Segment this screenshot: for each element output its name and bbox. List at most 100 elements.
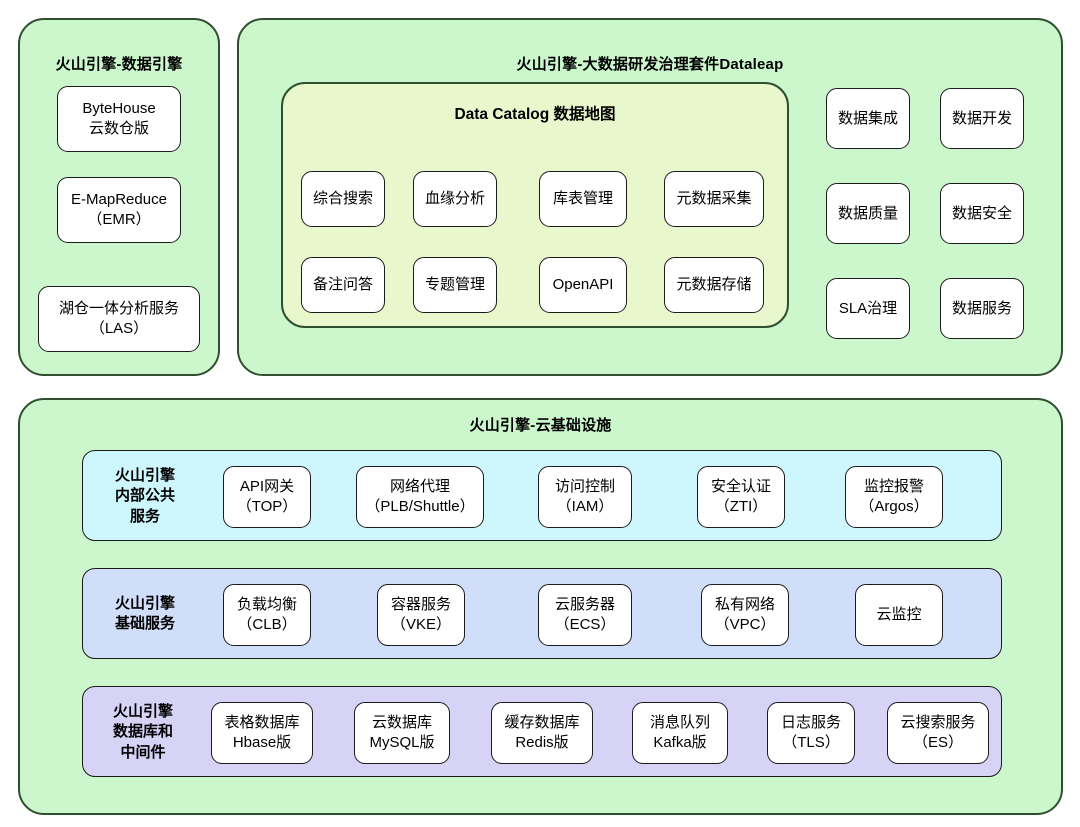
card-access-control[interactable]: 访问控制 （IAM） [538, 466, 632, 528]
card-security-authentication[interactable]: 安全认证 （ZTI） [697, 466, 785, 528]
band-label-line: 中间件 [120, 743, 166, 761]
card-line: 元数据采集 [676, 190, 752, 208]
panel-data-engine: 火山引擎-数据引擎 ByteHouse 云数仓版 E-MapReduce （EM… [18, 18, 220, 376]
card-cloud-monitor[interactable]: 云监控 [855, 584, 943, 646]
card-data-development[interactable]: 数据开发 [940, 88, 1024, 149]
card-emr[interactable]: E-MapReduce （EMR） [57, 177, 181, 243]
card-line: 库表管理 [552, 190, 613, 208]
card-line: 私有网络 [714, 596, 775, 614]
band-basic-services: 火山引擎 基础服务 负载均衡 （CLB） 容器服务 （VKE） 云服务器 （EC… [82, 568, 1002, 659]
data-catalog-title-en: Data Catalog [454, 106, 550, 123]
card-line: API网关 [239, 478, 295, 496]
card-line: （ECS） [554, 616, 616, 633]
card-line: 综合搜索 [312, 190, 373, 208]
card-line: 数据服务 [951, 299, 1012, 317]
card-line: 访问控制 [554, 478, 615, 496]
card-api-gateway[interactable]: API网关 （TOP） [223, 466, 311, 528]
card-line: 数据集成 [837, 109, 898, 127]
card-data-security[interactable]: 数据安全 [940, 183, 1024, 244]
card-monitoring-alarm[interactable]: 监控报警 （Argos） [845, 466, 943, 528]
card-line: Hbase版 [232, 734, 292, 751]
card-line: 云服务器 [554, 596, 615, 614]
card-line: （PLB/Shuttle） [365, 498, 475, 515]
card-line: （TLS） [782, 734, 840, 751]
card-cloud-database-mysql[interactable]: 云数据库 MySQL版 [354, 702, 450, 764]
card-line: 数据安全 [951, 204, 1012, 222]
card-line: （LAS） [89, 320, 149, 337]
band-label-line: 火山引擎 [114, 595, 175, 612]
band-label-line: 服务 [129, 507, 160, 525]
card-sla-governance[interactable]: SLA治理 [826, 278, 910, 339]
card-bytehouse[interactable]: ByteHouse 云数仓版 [57, 86, 181, 152]
card-line: （TOP） [236, 498, 298, 515]
card-line: 容器服务 [390, 596, 451, 614]
card-message-queue-kafka[interactable]: 消息队列 Kafka版 [632, 702, 728, 764]
card-line: Kafka版 [653, 734, 707, 751]
band-label-line: 内部公共 [114, 487, 175, 505]
card-openapi[interactable]: OpenAPI [539, 257, 627, 313]
card-topic-management[interactable]: 专题管理 [413, 257, 497, 313]
band-label-line: 基础服务 [114, 615, 175, 633]
card-tablestore-hbase[interactable]: 表格数据库 Hbase版 [211, 702, 313, 764]
card-line: Redis版 [515, 734, 569, 751]
card-cloud-search-es[interactable]: 云搜索服务 （ES） [887, 702, 989, 764]
card-private-network[interactable]: 私有网络 （VPC） [701, 584, 789, 646]
card-line: 数据质量 [837, 204, 898, 222]
card-line: 血缘分析 [424, 190, 485, 208]
card-line: 表格数据库 [224, 714, 300, 732]
card-line: 监控报警 [863, 478, 924, 496]
panel-data-engine-title: 火山引擎-数据引擎 [55, 56, 183, 73]
card-line: （ES） [912, 734, 963, 751]
panel-dataleap: 火山引擎-大数据研发治理套件Dataleap Data Catalog 数据地图… [237, 18, 1063, 376]
band-database-middleware: 火山引擎 数据库和 中间件 表格数据库 Hbase版 云数据库 MySQL版 缓… [82, 686, 1002, 777]
card-line: 负载均衡 [236, 596, 297, 614]
card-line: （VKE） [390, 616, 451, 633]
card-line: ByteHouse [82, 100, 156, 118]
panel-dataleap-title: 火山引擎-大数据研发治理套件Dataleap [516, 56, 784, 73]
card-comprehensive-search[interactable]: 综合搜索 [301, 171, 385, 227]
band-label-line: 火山引擎 [114, 467, 175, 484]
band-database-middleware-label: 火山引擎 数据库和 中间件 [95, 702, 191, 763]
card-data-integration[interactable]: 数据集成 [826, 88, 910, 149]
card-line: MySQL版 [369, 734, 435, 751]
band-internal-public-services-label: 火山引擎 内部公共 服务 [97, 466, 193, 527]
card-load-balancer[interactable]: 负载均衡 （CLB） [223, 584, 311, 646]
card-metadata-collection[interactable]: 元数据采集 [664, 171, 764, 227]
card-lineage-analysis[interactable]: 血缘分析 [413, 171, 497, 227]
card-line: 云数据库 [371, 714, 432, 732]
card-line: 数据开发 [951, 109, 1012, 127]
card-line: 安全认证 [710, 478, 771, 496]
card-remark-qa[interactable]: 备注问答 [301, 257, 385, 313]
card-line: SLA治理 [838, 299, 898, 317]
card-line: 云监控 [876, 606, 922, 624]
band-internal-public-services: 火山引擎 内部公共 服务 API网关 （TOP） 网络代理 （PLB/Shutt… [82, 450, 1002, 541]
card-data-quality[interactable]: 数据质量 [826, 183, 910, 244]
card-line: 湖仓一体分析服务 [58, 300, 179, 318]
card-cloud-server[interactable]: 云服务器 （ECS） [538, 584, 632, 646]
card-las[interactable]: 湖仓一体分析服务 （LAS） [38, 286, 200, 352]
card-line: 元数据存储 [676, 276, 752, 294]
card-table-management[interactable]: 库表管理 [539, 171, 627, 227]
card-line: 消息队列 [649, 714, 710, 732]
card-line: E-MapReduce [71, 191, 167, 209]
band-label-line: 火山引擎 [112, 703, 173, 720]
card-line: 缓存数据库 [504, 714, 580, 732]
card-data-service[interactable]: 数据服务 [940, 278, 1024, 339]
card-log-service-tls[interactable]: 日志服务 （TLS） [767, 702, 855, 764]
card-container-service[interactable]: 容器服务 （VKE） [377, 584, 465, 646]
data-catalog-title: Data Catalog 数据地图 [283, 104, 787, 125]
panel-cloud-infrastructure-title: 火山引擎-云基础设施 [469, 417, 612, 434]
card-line: （VPC） [714, 616, 776, 633]
card-line: （EMR） [87, 211, 151, 228]
card-network-proxy[interactable]: 网络代理 （PLB/Shuttle） [356, 466, 484, 528]
card-line: 网络代理 [389, 478, 450, 496]
card-cache-database-redis[interactable]: 缓存数据库 Redis版 [491, 702, 593, 764]
card-line: 备注问答 [312, 276, 373, 294]
card-line: 专题管理 [424, 276, 485, 294]
card-line: （Argos） [859, 498, 929, 515]
data-catalog-title-cn: 数据地图 [553, 106, 616, 123]
card-metadata-storage[interactable]: 元数据存储 [664, 257, 764, 313]
band-basic-services-label: 火山引擎 基础服务 [97, 594, 193, 635]
card-line: OpenAPI [552, 276, 614, 294]
